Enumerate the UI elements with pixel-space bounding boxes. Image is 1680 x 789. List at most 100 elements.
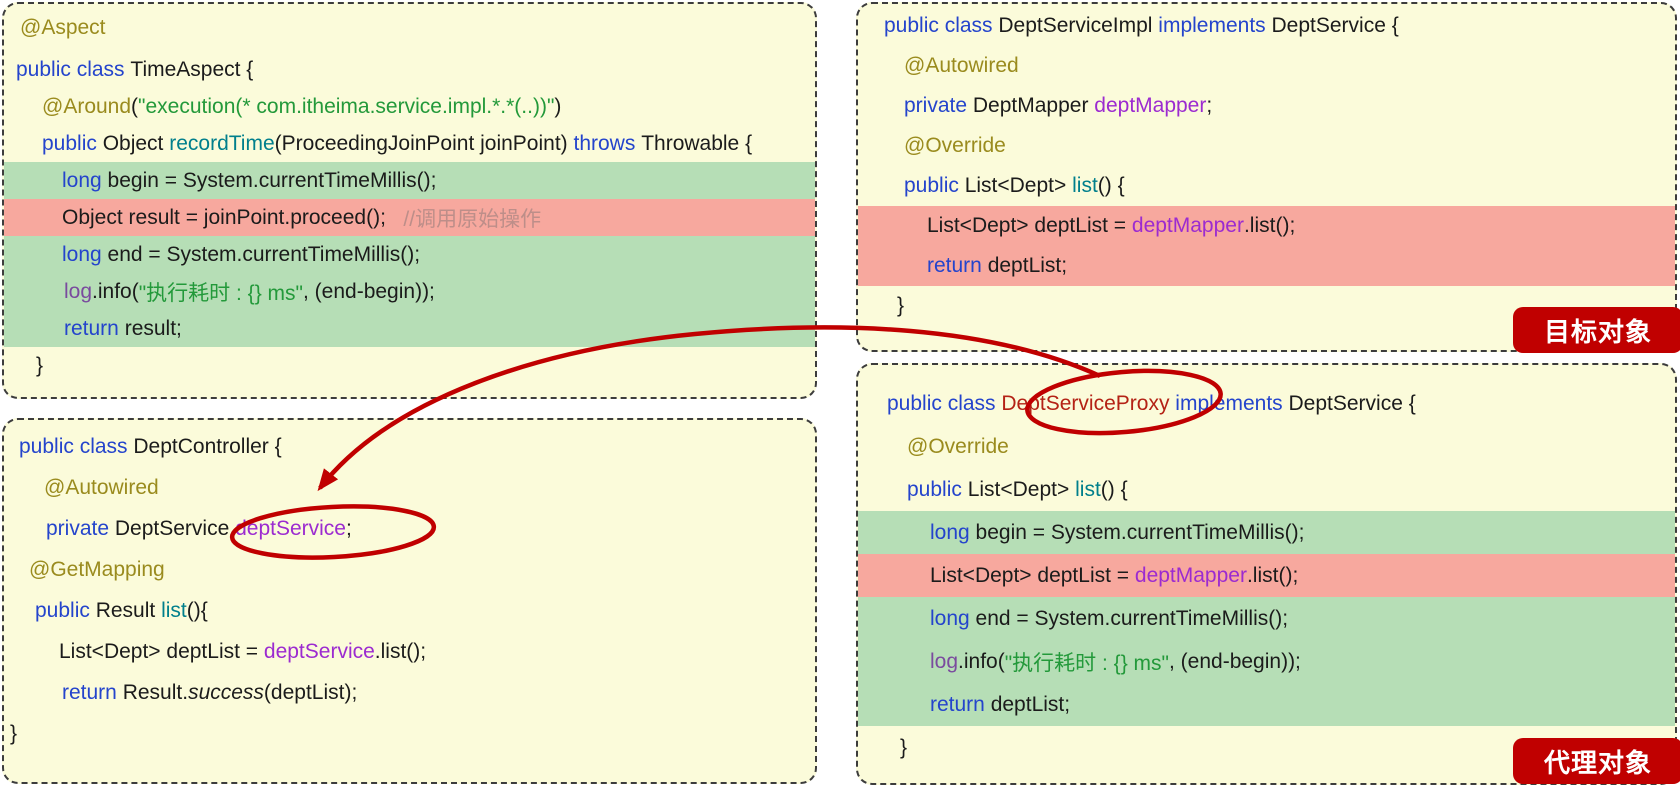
code-segment: long [62, 168, 108, 192]
code-segment: @Override [907, 434, 1009, 458]
code-line: public class TimeAspect { [4, 51, 790, 88]
code-line: long end = System.currentTimeMillis(); [858, 597, 1675, 640]
code-segment: public class [884, 14, 999, 37]
code-segment: @GetMapping [29, 557, 165, 581]
code-segment: private [46, 516, 115, 540]
code-segment: Object result = joinPoint.proceed(); [62, 205, 386, 229]
code-segment: public [907, 477, 968, 501]
code-segment: public [904, 174, 965, 197]
code-segment: .list(); [374, 639, 427, 663]
code-segment: } [10, 721, 18, 745]
code-segment: recordTime [169, 131, 275, 155]
code-segment: list [1075, 477, 1101, 501]
code-line: public class DeptServiceImpl implements … [858, 6, 1675, 46]
code-line: return result; [4, 310, 815, 347]
code-segment: DeptServiceImpl [998, 14, 1159, 37]
code-line: log.info("执行耗时 : {} ms", (end-begin)); [858, 640, 1675, 683]
code-segment: implements [1158, 14, 1272, 37]
code-block-dept-controller: public class DeptController { @Autowired p… [4, 420, 815, 782]
code-segment: .info( [92, 279, 139, 303]
code-segment: deptMapper [1094, 94, 1207, 117]
code-line: public List<Dept> list() { [858, 166, 1675, 206]
code-line: public class DeptController { [4, 426, 793, 467]
code-line: public List<Dept> list() { [858, 468, 1675, 511]
code-line: long begin = System.currentTimeMillis(); [858, 511, 1675, 554]
code-segment: Result [95, 598, 162, 622]
code-segment: deptList; [987, 254, 1068, 277]
code-line: @Override [858, 425, 1675, 468]
code-segment: DeptController { [133, 434, 282, 458]
code-panel-dept-controller: public class DeptController { @Autowired p… [2, 418, 817, 784]
code-segment: (){ [186, 598, 208, 622]
code-segment: @Autowired [44, 475, 159, 499]
code-segment: long [930, 606, 976, 630]
code-segment: list [1072, 174, 1098, 197]
code-segment: List<Dept> [964, 174, 1073, 197]
code-segment: } [900, 735, 908, 759]
code-segment: long [62, 242, 108, 266]
code-segment: @Override [904, 134, 1006, 157]
code-segment: list [161, 598, 187, 622]
code-segment: Object [102, 131, 170, 155]
code-segment: log [64, 279, 93, 303]
code-panel-dept-service-proxy: public class DeptServiceProxy implements… [856, 363, 1677, 785]
code-line: @Around("execution(* com.itheima.service… [4, 88, 815, 125]
code-panel-dept-service-impl: public class DeptServiceImpl implements … [856, 2, 1677, 352]
code-segment: DeptServiceProxy [1001, 391, 1170, 415]
code-segment: DeptService { [1271, 14, 1399, 37]
code-line: Object result = joinPoint.proceed(); //调… [4, 199, 815, 236]
code-segment: log [930, 649, 959, 673]
code-segment: public class [16, 57, 131, 81]
code-segment: @Aspect [20, 15, 106, 39]
proxy-object-badge: 代理对象 [1513, 738, 1680, 784]
code-segment: .list(); [1243, 214, 1296, 237]
code-segment: throws [573, 131, 642, 155]
code-segment: "执行耗时 : {} ms" [138, 281, 303, 305]
code-block-time-aspect: @Aspect public class TimeAspect {@Around(… [4, 4, 815, 397]
code-segment: DeptService { [1288, 391, 1416, 415]
code-line: } [858, 726, 1675, 769]
code-segment: () { [1097, 174, 1125, 197]
code-segment: public [42, 131, 103, 155]
code-segment: Throwable { [641, 131, 753, 155]
code-line: } [4, 713, 784, 754]
code-segment: , (end-begin)); [303, 279, 435, 303]
code-segment: DeptMapper [972, 94, 1095, 117]
code-segment: deptService [263, 639, 375, 663]
code-line: @GetMapping [4, 549, 803, 590]
code-segment: ) [554, 94, 562, 118]
code-line: @Autowired [4, 467, 815, 508]
code-segment: end = System.currentTimeMillis(); [107, 242, 421, 266]
code-segment: () { [1100, 477, 1128, 501]
code-segment: deptMapper [1131, 214, 1244, 237]
code-line: public Result list(){ [4, 590, 809, 631]
code-segment: deptMapper [1134, 563, 1247, 587]
code-line: long end = System.currentTimeMillis(); [4, 236, 815, 273]
code-segment: ( [131, 94, 139, 118]
code-segment: return [64, 316, 125, 340]
code-segment: return [62, 680, 123, 704]
code-segment: public class [887, 391, 1002, 415]
code-line: List<Dept> deptList = deptMapper.list(); [858, 554, 1675, 597]
code-segment: DeptService [114, 516, 236, 540]
code-line: private DeptMapper deptMapper; [858, 86, 1675, 126]
code-segment: begin = System.currentTimeMillis(); [107, 168, 437, 192]
code-block-dept-service-proxy: public class DeptServiceProxy implements… [858, 365, 1675, 783]
code-line: @Autowired [858, 46, 1675, 86]
code-segment: //调用原始操作 [385, 207, 542, 231]
code-segment: List<Dept> deptList = [930, 563, 1135, 587]
code-segment: ; [1206, 94, 1213, 117]
code-segment: return [927, 254, 988, 277]
code-segment: success [188, 680, 264, 704]
code-line: return deptList; [858, 246, 1675, 286]
code-segment: @Autowired [904, 54, 1019, 77]
code-segment: long [930, 520, 976, 544]
code-line: @Aspect [4, 4, 794, 51]
code-segment: end = System.currentTimeMillis(); [975, 606, 1289, 630]
code-segment: "执行耗时 : {} ms" [1004, 651, 1169, 675]
code-segment: (ProceedingJoinPoint joinPoint) [274, 131, 574, 155]
code-segment: public class [19, 434, 134, 458]
code-segment: List<Dept> [967, 477, 1076, 501]
code-segment: } [36, 353, 44, 377]
